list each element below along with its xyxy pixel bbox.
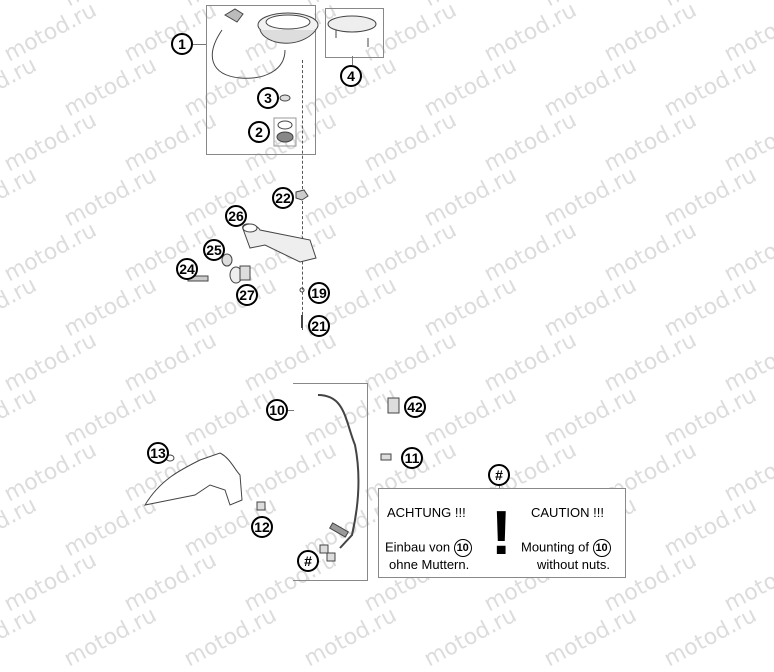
caution-box: ACHTUNG !!! Einbau von 10 ohne Muttern. … — [378, 488, 626, 578]
caution-en-line1-text: Mounting of — [521, 539, 589, 555]
callout-c19: 19 — [308, 282, 330, 304]
group-box-instrument — [206, 5, 316, 155]
watermark-text: motod.ru — [0, 602, 41, 672]
watermark-text: motod.ru — [540, 602, 641, 672]
parts-drawing — [143, 8, 400, 562]
leader-10 — [288, 410, 294, 411]
watermark-text: motod.ru — [300, 602, 401, 672]
callout-c3: 3 — [257, 87, 279, 109]
callout-c10: 10 — [266, 399, 288, 421]
callout-c26: 26 — [225, 205, 247, 227]
callout-ref-10-de: 10 — [453, 539, 472, 557]
caution-en-title: CAUTION !!! — [531, 505, 604, 520]
caution-de-line1: Einbau von 10 — [385, 539, 472, 557]
watermark-text: motod.ru — [660, 602, 761, 672]
caution-de-line1-text: Einbau von — [385, 539, 451, 555]
caution-de-line2: ohne Muttern. — [389, 557, 470, 572]
callout-c12: 12 — [251, 516, 273, 538]
watermark-text: motod.ru — [60, 602, 161, 672]
callout-c1: 1 — [171, 33, 193, 55]
callout-c13: 13 — [147, 442, 169, 464]
watermark-text: motod.ru — [180, 602, 281, 672]
leader-4 — [352, 56, 353, 65]
callout-c27: 27 — [236, 284, 258, 306]
caution-de-title: ACHTUNG !!! — [387, 505, 466, 520]
watermark-text: motod.ru — [420, 602, 521, 672]
caution-en-line2: without nuts. — [537, 557, 610, 572]
callout-c24: 24 — [176, 258, 198, 280]
callout-chash2: # — [297, 550, 319, 572]
callout-ref-10-en: 10 — [592, 539, 611, 557]
callout-c11: 11 — [401, 447, 423, 469]
caution-en-line1: Mounting of 10 — [521, 539, 611, 557]
group-box-cover — [325, 8, 384, 58]
callout-c25: 25 — [203, 239, 225, 261]
callout-c21: 21 — [308, 315, 330, 337]
exclamation-icon: ! — [491, 499, 512, 568]
callout-c42: 42 — [404, 396, 426, 418]
leader-1 — [193, 44, 206, 45]
callout-c2: 2 — [248, 121, 270, 143]
callout-chash1: # — [488, 464, 510, 486]
leader-hash — [499, 486, 500, 489]
callout-c4: 4 — [340, 65, 362, 87]
callout-c22: 22 — [272, 187, 294, 209]
